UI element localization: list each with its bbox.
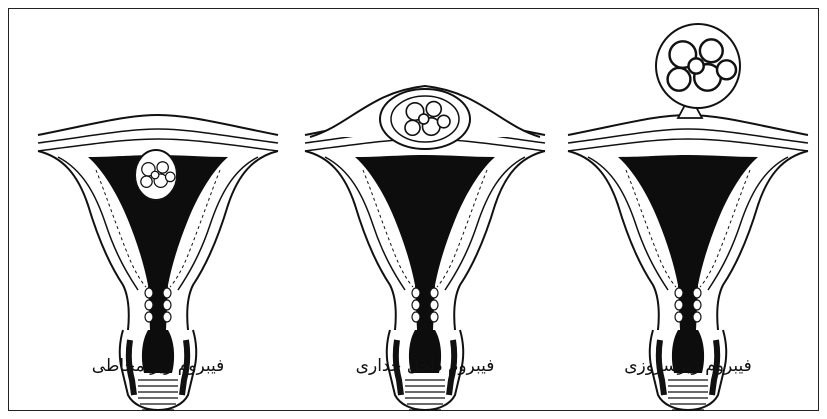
fibroid-intramural bbox=[310, 86, 540, 149]
fibroid-subserosal bbox=[656, 24, 740, 118]
fibroid-submucosal bbox=[135, 150, 177, 200]
label-intramural: فیبروم داخل جداری bbox=[356, 356, 495, 376]
label-submucosal: فیبروم زیر مخاطی bbox=[92, 356, 225, 376]
panel-subserosal bbox=[568, 24, 808, 410]
label-subserosal: فیبروم زیرسروزی bbox=[624, 356, 752, 376]
